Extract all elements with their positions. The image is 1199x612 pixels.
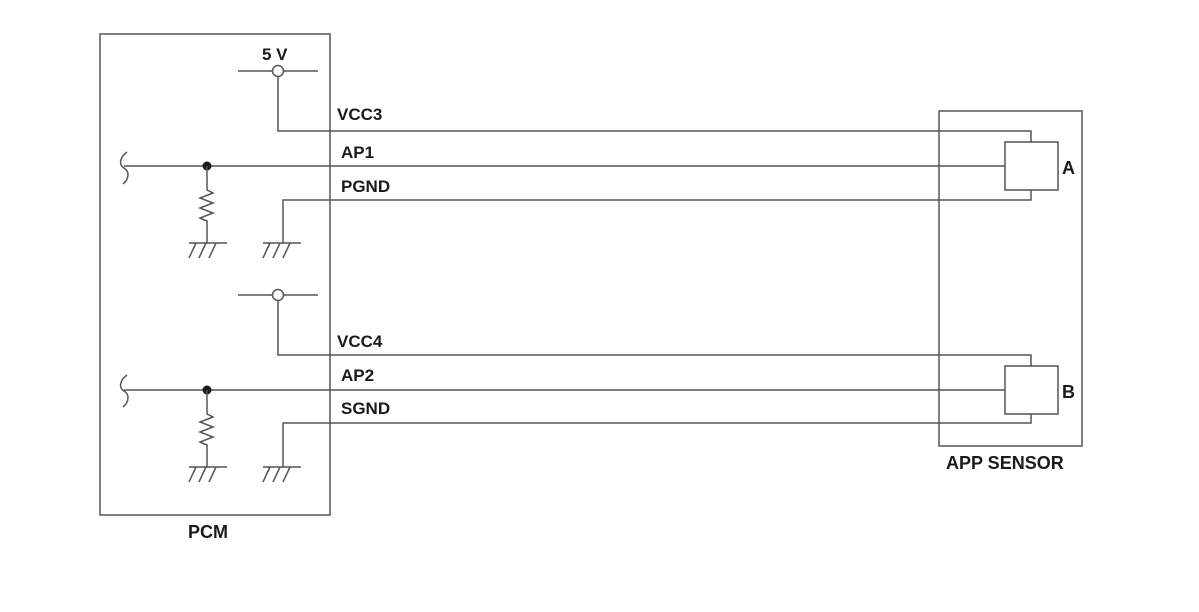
wire-ap2: [119, 374, 1005, 408]
wire-ap1: [119, 151, 1005, 185]
signal-label-sgnd: SGND: [341, 399, 390, 418]
app-sensor-label: APP SENSOR: [946, 453, 1064, 473]
wire-vcc4: [277, 301, 1032, 366]
sensor-element-b: [1004, 365, 1059, 415]
signal-label-vcc3: VCC3: [337, 105, 382, 124]
sensor-element-a-label: A: [1062, 158, 1075, 178]
ground-symbol-pgnd: [262, 242, 301, 259]
signal-label-pgnd: PGND: [341, 177, 390, 196]
pulldown-resistor-lower: [197, 390, 216, 467]
supply-voltage-label: 5 V: [262, 45, 288, 64]
signal-label-ap2: AP2: [341, 366, 374, 385]
supply-terminal-lower: [238, 288, 318, 302]
supply-terminal-upper: [238, 64, 318, 78]
wire-sgnd: [282, 414, 1032, 467]
pcm-box: [99, 33, 331, 516]
sensor-element-b-label: B: [1062, 382, 1075, 402]
ground-symbol-sgnd: [262, 466, 301, 483]
pcm-label: PCM: [188, 522, 228, 542]
wire-pgnd: [282, 190, 1032, 243]
signal-label-ap1: AP1: [341, 143, 374, 162]
signal-label-vcc4: VCC4: [337, 332, 383, 351]
wire-vcc3: [277, 77, 1032, 142]
sensor-element-a: [1004, 141, 1059, 191]
pulldown-resistor-upper: [197, 166, 216, 243]
ground-symbol-resistor-lower: [188, 466, 227, 483]
ground-symbol-resistor-upper: [188, 242, 227, 259]
app-sensor-box: [938, 110, 1083, 447]
